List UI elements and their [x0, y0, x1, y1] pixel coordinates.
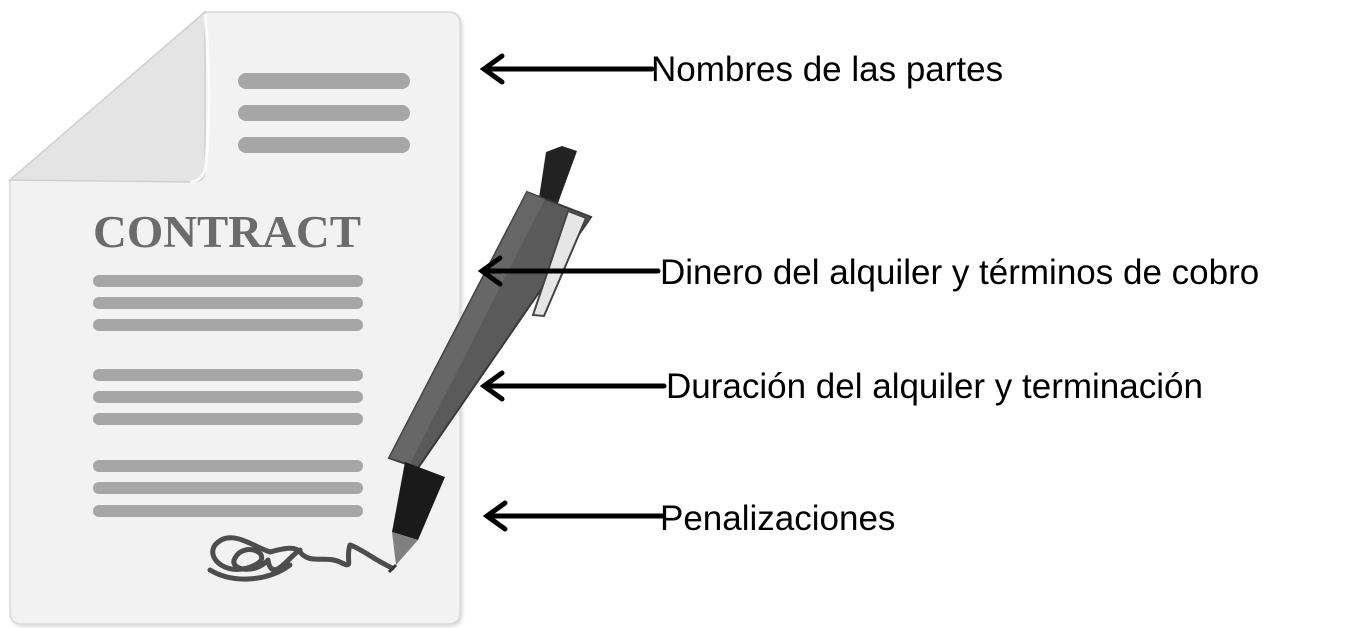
arrows [477, 53, 667, 532]
label-penalties: Penalizaciones [660, 499, 896, 538]
folded-corner [8, 10, 206, 183]
pen-icon [387, 146, 593, 574]
label-parties: Nombres de las partes [651, 50, 1004, 89]
label-rent: Dinero del alquiler y términos de cobro [660, 253, 1260, 292]
pen-grip [392, 462, 445, 540]
arrow-duration [479, 370, 667, 402]
arrow-parties [479, 53, 655, 85]
label-duration: Duración del alquiler y terminación [666, 367, 1203, 406]
header-text-lines [238, 73, 410, 153]
pen-clip [531, 209, 588, 318]
contract-document-icon: CONTRACT [8, 10, 462, 626]
signature [207, 535, 395, 582]
document-title: CONTRACT [93, 207, 361, 257]
body-text-lines [93, 275, 363, 517]
arrow-rent [477, 255, 661, 287]
arrow-penalties [482, 500, 665, 532]
